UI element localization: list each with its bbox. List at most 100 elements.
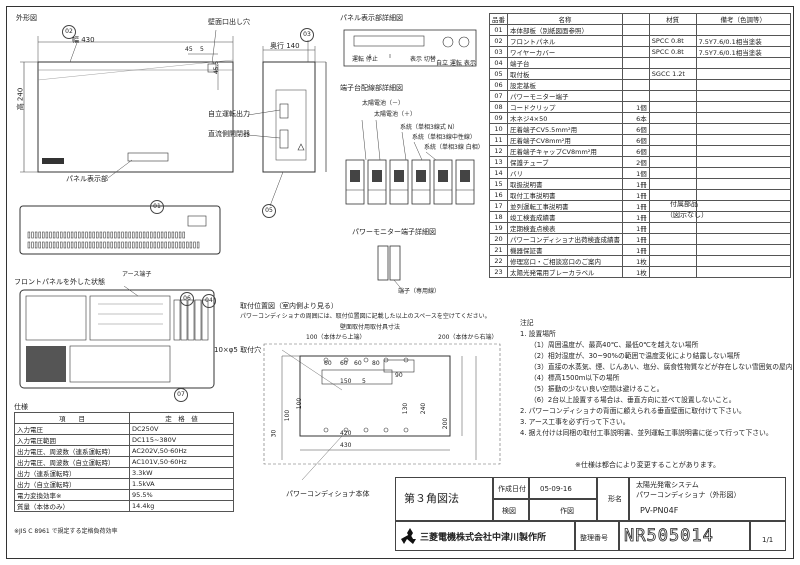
- callout-02: 02: [62, 25, 76, 39]
- vent-slot: [171, 231, 175, 239]
- part-no: 16: [489, 189, 508, 201]
- vent-slot: [78, 241, 81, 249]
- mount-hole: [383, 357, 389, 363]
- vent-slot: [164, 231, 167, 239]
- notes-block: 注記 1. 設置場所（1）周囲温度が、最高40℃、最低0℃を越えない場所（2）相…: [520, 318, 793, 439]
- part-remarks: [695, 68, 792, 80]
- part-name: 設定基板: [506, 79, 624, 91]
- tb-no-cell: [619, 521, 750, 551]
- terminal-detail-title: 端子台配線部詳細図: [340, 84, 403, 92]
- vent-slot: [146, 231, 149, 239]
- part-material: [648, 57, 697, 69]
- tb-company-cell: [395, 521, 575, 551]
- mount-hole: [323, 357, 329, 363]
- part-remarks: [695, 189, 792, 201]
- vent-slot: [139, 231, 142, 239]
- vent-slot: [49, 231, 52, 239]
- part-no: 12: [489, 145, 508, 157]
- label-solar-plus: 太陽電池（＋）: [374, 111, 417, 118]
- dim-45: 45: [185, 46, 193, 53]
- part-material: [648, 255, 697, 267]
- spec-item: 出力（連系運転時）: [14, 467, 130, 479]
- label-solar-minus: 太陽電池（－）: [362, 100, 405, 107]
- callout-01: 01: [150, 200, 164, 214]
- panel-disp-label: 表示 切替: [410, 56, 436, 63]
- part-no: 22: [489, 255, 508, 267]
- spec-title: 仕様: [14, 403, 28, 411]
- part-no: 11: [489, 134, 508, 146]
- mounting-desc: パワーコンディショナの周囲には、取付位置図に記載した以上のスペースを空けてくださ…: [240, 313, 491, 320]
- table-row: 出力（自立運転時）1.5kVA: [14, 478, 234, 490]
- vent-slot: [132, 241, 135, 249]
- part-name: 取付工事説明書: [506, 189, 624, 201]
- mounting-drawing: [263, 343, 501, 480]
- part-name: バリ: [506, 167, 624, 179]
- dc-breaker-label: 直流側開閉器: [208, 130, 250, 138]
- terminal-screw: [438, 170, 448, 182]
- part-no: 19: [489, 222, 508, 234]
- spec-item: 入力電圧: [14, 423, 130, 435]
- part-material: SPCC 0.8t: [648, 46, 697, 58]
- part-remarks: [695, 266, 792, 278]
- part-remarks: [695, 178, 792, 190]
- part-material: [648, 123, 697, 135]
- part-remarks: [695, 167, 792, 179]
- terminal-block: [389, 159, 409, 205]
- vent-slot: [157, 241, 160, 249]
- vent-slot: [135, 231, 139, 239]
- spec-header-value: 定 格 値: [129, 412, 234, 424]
- vent-slot: [70, 241, 74, 249]
- tb-projection-cell: [395, 477, 493, 521]
- callout-06: 06: [180, 292, 194, 306]
- vent-slot: [56, 231, 59, 239]
- parts-header-name: 名称: [506, 13, 624, 25]
- part-remarks: [695, 79, 792, 91]
- note-line: （1）周囲温度が、最高40℃、最低0℃を越えない場所: [530, 341, 699, 349]
- terminal-block: [433, 159, 453, 205]
- part-qty: 6本: [622, 112, 650, 124]
- tb-drawing-no-label: 整理番号: [580, 534, 608, 542]
- vent-slot: [74, 241, 77, 249]
- part-material: [648, 189, 697, 201]
- vent-slot: [106, 231, 110, 239]
- table-row: 出力電圧、周波数（自立運転時）AC101V,50·60Hz: [14, 456, 234, 468]
- part-remarks: [695, 222, 792, 234]
- part-qty: 6個: [622, 134, 650, 146]
- part-name: 圧着端子キャップCV8mm²用: [506, 145, 624, 157]
- vent-slot: [38, 231, 41, 239]
- monitor-terminal-title: パワーモニター端子詳細図: [352, 228, 436, 236]
- label-system-u: 系統（単相3線中性線）: [412, 134, 476, 141]
- panel-detail-drawing: [343, 29, 477, 67]
- tb-drawing-no: NR505014: [624, 526, 714, 547]
- part-remarks: [695, 145, 792, 157]
- change-note: ※仕様は都合により変更することがあります。: [575, 461, 721, 469]
- part-qty: 2個: [622, 156, 650, 168]
- outline-view-title: 外形図: [16, 14, 37, 22]
- vent-slot: [60, 241, 63, 249]
- vent-slot: [132, 231, 135, 239]
- tb-model: PV-PN04F: [640, 506, 679, 515]
- mitsubishi-logo-icon: [401, 528, 416, 544]
- part-no: 17: [489, 200, 508, 212]
- vent-slot: [110, 241, 113, 249]
- part-name: パワーコンディショナ出荷検査成績書: [506, 233, 624, 245]
- vent-slot: [49, 241, 52, 249]
- part-remarks: [695, 156, 792, 168]
- auto-op-output-label: 自立運転出力: [208, 110, 250, 118]
- terminal-block-drawing: [345, 120, 475, 205]
- part-name: パワーモニター端子: [506, 90, 624, 102]
- vent-slot: [117, 241, 121, 249]
- part-name: 太陽光発電用ブレーカラベル: [506, 266, 624, 278]
- part-name: 圧着端子CV8mm²用: [506, 134, 624, 146]
- vent-slot: [52, 231, 56, 239]
- part-qty: 6個: [622, 145, 650, 157]
- part-no: 03: [489, 46, 508, 58]
- tb-drawn-cell: [529, 499, 597, 521]
- vent-slot: [171, 241, 175, 249]
- part-name: 竣工検査成績書: [506, 211, 624, 223]
